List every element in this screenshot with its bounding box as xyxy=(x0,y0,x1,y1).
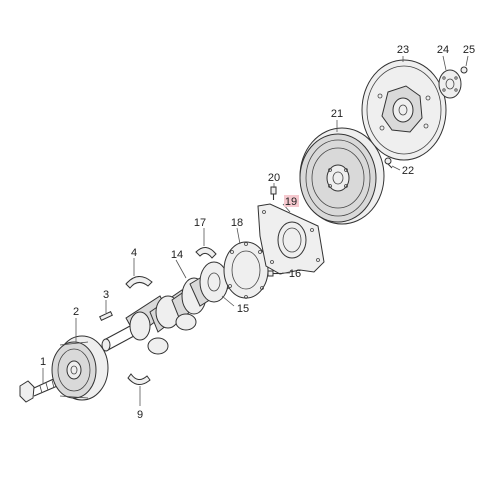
part-3-key xyxy=(99,310,113,322)
callout-9: 9 xyxy=(137,409,143,421)
callout-22: 22 xyxy=(402,165,414,177)
part-16-bolt xyxy=(267,270,282,277)
callout-20: 20 xyxy=(268,172,280,184)
callout-1: 1 xyxy=(40,356,46,368)
callout-14: 14 xyxy=(171,249,183,261)
callout-3: 3 xyxy=(103,289,109,301)
part-19-seal-housing xyxy=(257,203,325,275)
callout-23: 23 xyxy=(397,44,409,56)
part-4-bearing-shell xyxy=(125,276,153,289)
callout-21: 21 xyxy=(331,108,343,120)
part-22-bolt xyxy=(384,157,393,169)
part-2-pulley xyxy=(51,335,109,401)
callout-19-highlight xyxy=(284,195,299,207)
callout-24: 24 xyxy=(437,44,449,56)
part-17-thrust-washer xyxy=(195,247,217,259)
part-20-bolt xyxy=(270,186,277,200)
part-18-gasket xyxy=(223,241,269,299)
callout-2: 2 xyxy=(73,306,79,318)
callout-4: 4 xyxy=(131,247,137,259)
callout-17: 17 xyxy=(194,217,206,229)
part-9-bearing-shell xyxy=(127,373,151,385)
part-23-flexplate xyxy=(361,59,447,161)
callout-15: 15 xyxy=(237,303,249,315)
leader-lines xyxy=(42,55,469,406)
callout-18: 18 xyxy=(231,217,243,229)
callout-16: 16 xyxy=(289,268,301,280)
part-21-flywheel xyxy=(299,127,385,225)
part-14-crankshaft xyxy=(101,261,233,355)
part-25-bolt xyxy=(460,66,468,74)
callout-labels: 1 2 3 4 9 14 15 16 17 18 19 20 21 22 23 … xyxy=(40,44,475,421)
part-24-plate xyxy=(438,69,462,99)
callout-25: 25 xyxy=(463,44,475,56)
callout-19: 19 xyxy=(285,196,297,208)
